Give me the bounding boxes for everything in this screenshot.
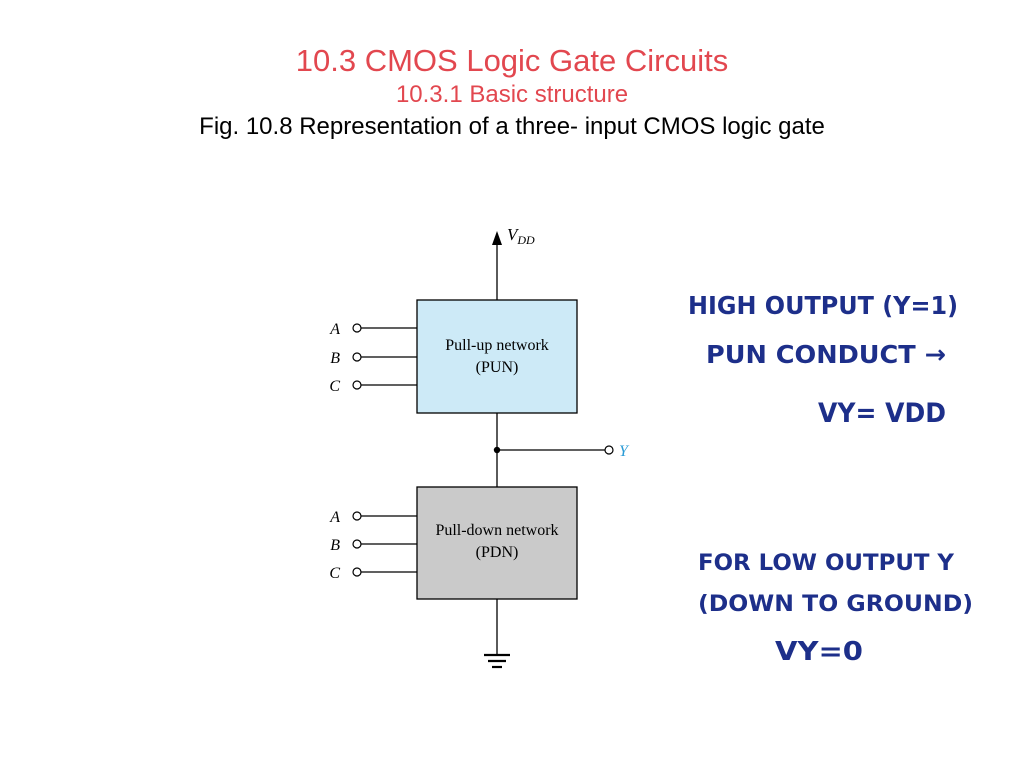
vdd-label: VDD <box>507 225 535 247</box>
pun-input-b: B <box>330 350 417 367</box>
input-terminal-icon <box>352 323 362 333</box>
pdn-input-b: B <box>330 537 417 554</box>
pdn-input-c-label: C <box>329 565 340 582</box>
note-high-line2: PUN CONDUCT → <box>706 340 946 369</box>
pdn-label-line2: (PDN) <box>476 544 519 561</box>
figure-caption: Fig. 10.8 Representation of a three- inp… <box>199 113 825 140</box>
pun-box <box>416 299 578 414</box>
output-node: Y <box>493 413 630 487</box>
slide-title: 10.3 CMOS Logic Gate Circuits <box>295 43 729 78</box>
pdn-input-b-label: B <box>330 537 340 554</box>
pun-input-c-label: C <box>329 378 340 395</box>
note-high-line1: HIGH OUTPUT (Y=1) <box>688 291 958 320</box>
input-terminal-icon <box>352 511 362 521</box>
pdn-label-line1: Pull-down network <box>435 522 558 539</box>
input-terminal-icon <box>352 380 362 390</box>
pull-up-network: Pull-up network (PUN) <box>416 299 578 414</box>
note-low-line3: VY=0 <box>775 637 863 667</box>
pdn-input-a: A <box>329 509 417 526</box>
note-low-line2: (DOWN TO GROUND) <box>698 592 973 617</box>
output-label: Y <box>619 443 630 460</box>
pun-input-a-label: A <box>329 321 340 338</box>
input-terminal-icon <box>352 352 362 362</box>
pun-input-c: C <box>329 378 417 395</box>
slide-header: 10.3 CMOS Logic Gate Circuits 10.3.1 Bas… <box>0 42 1024 144</box>
vdd-arrow-icon <box>492 231 502 245</box>
slide-subtitle: 10.3.1 Basic structure <box>395 81 629 108</box>
pull-down-network: Pull-down network (PDN) <box>416 486 578 600</box>
pdn-box <box>416 486 578 600</box>
note-low-line1: FOR LOW OUTPUT Y <box>698 551 955 576</box>
pun-label-line2: (PUN) <box>476 359 519 376</box>
note-low-output: FOR LOW OUTPUT Y (DOWN TO GROUND) VY=0 <box>698 551 973 667</box>
vdd-supply: VDD <box>492 225 535 300</box>
input-terminal-icon <box>352 567 362 577</box>
pdn-input-a-label: A <box>329 509 340 526</box>
input-terminal-icon <box>352 539 362 549</box>
pun-input-b-label: B <box>330 350 340 367</box>
output-terminal-icon <box>604 445 614 455</box>
note-high-output: HIGH OUTPUT (Y=1) PUN CONDUCT → VY= VDD <box>688 291 958 429</box>
pdn-input-c: C <box>329 565 417 582</box>
pun-input-a: A <box>329 321 417 338</box>
ground-icon <box>484 599 510 669</box>
pun-label-line1: Pull-up network <box>445 337 549 354</box>
note-high-line3: VY= VDD <box>818 398 946 429</box>
